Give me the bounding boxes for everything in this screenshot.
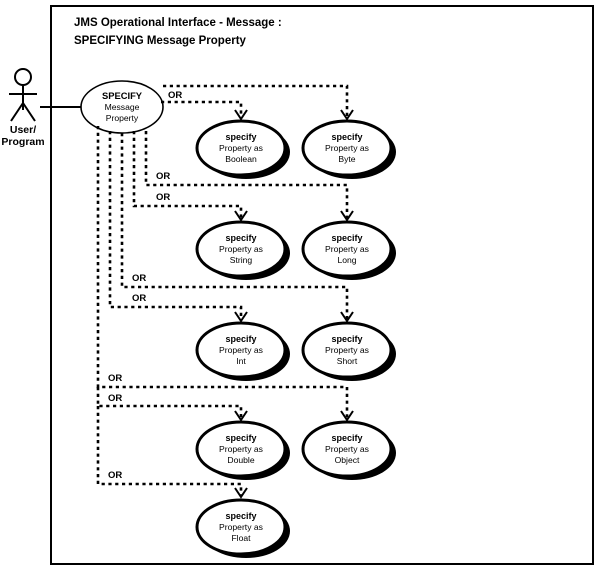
ellipse-shape-byte (301, 119, 393, 177)
use-case-specify-property-as-long[interactable]: specify Property as Long (301, 220, 396, 280)
uc-label-float-line1: specify (225, 511, 256, 521)
diagram-title-line1: JMS Operational Interface - Message : (74, 17, 282, 29)
use-case-specify-property-as-float[interactable]: specify Property as Float (195, 498, 290, 558)
connector-to-double (96, 387, 243, 419)
uc-label-boolean-line2: Property as (219, 143, 263, 153)
actor-right-leg-line (22, 102, 36, 122)
uc-label-byte-line3: Byte (338, 154, 355, 164)
arrowhead-double (234, 410, 248, 422)
ellipse-shape-long (301, 220, 393, 278)
connector-to-long (144, 131, 349, 219)
uc-label-short-line3: Short (337, 356, 358, 366)
uc-label-byte-line2: Property as (325, 143, 369, 153)
use-case-specify-property-as-boolean[interactable]: specify Property as Boolean (195, 119, 290, 179)
uc-label-int-line1: specify (225, 334, 256, 344)
or-label-3: OR (156, 192, 170, 203)
use-case-specify-property-as-object[interactable]: specify Property as Object (301, 420, 396, 480)
uc-label-object-line3: Object (335, 455, 360, 465)
root-label-line1: SPECIFY (102, 90, 143, 101)
or-label-5: OR (132, 293, 146, 304)
use-case-specify-message-property[interactable]: SPECIFY Message Property (80, 80, 164, 134)
uc-label-string-line2: Property as (219, 244, 263, 254)
arrowhead-int (234, 311, 248, 323)
use-case-specify-property-as-double[interactable]: specify Property as Double (195, 420, 290, 480)
or-label-2: OR (156, 171, 170, 182)
ellipse-shape-float (195, 498, 287, 556)
or-label-1: OR (168, 90, 182, 101)
or-label-8: OR (108, 470, 122, 481)
root-label-line2: Message (105, 102, 140, 112)
uc-label-int-line3: Int (236, 356, 246, 366)
ellipse-shape-double (195, 420, 287, 478)
use-case-specify-property-as-byte[interactable]: specify Property as Byte (301, 119, 396, 179)
diagram-title-line2: SPECIFYING Message Property (74, 35, 247, 47)
actor-label-line1: User/ (10, 124, 36, 136)
uc-label-boolean-line3: Boolean (225, 154, 257, 164)
arrowhead-boolean (234, 109, 248, 121)
uc-label-string-line3: String (230, 255, 253, 265)
arrowhead-long (340, 210, 354, 222)
ellipse-shape-object (301, 420, 393, 478)
use-case-specify-property-as-short[interactable]: specify Property as Short (301, 321, 396, 381)
arrowhead-short (340, 311, 354, 323)
or-label-7: OR (108, 393, 122, 404)
ellipse-shape-string (195, 220, 287, 278)
ellipse-shape-int (195, 321, 287, 379)
uc-label-float-line3: Float (231, 533, 251, 543)
connector-to-float (96, 406, 243, 496)
uc-label-byte-line1: specify (331, 132, 362, 142)
use-case-specify-property-as-int[interactable]: specify Property as Int (195, 321, 290, 381)
root-label-line3: Property (106, 113, 139, 123)
arrowhead-string (234, 210, 248, 222)
arrowhead-float (234, 487, 248, 499)
uc-label-double-line3: Double (227, 455, 254, 465)
system-boundary-frame (50, 5, 594, 565)
uc-label-short-line2: Property as (325, 345, 369, 355)
or-label-4: OR (132, 273, 146, 284)
or-label-6: OR (108, 373, 122, 384)
arrowhead-object (340, 410, 354, 422)
uc-label-string-line1: specify (225, 233, 256, 243)
uc-label-double-line2: Property as (219, 444, 263, 454)
actor-user-program[interactable]: User/ Program (1, 68, 45, 148)
uc-label-object-line1: specify (331, 433, 362, 443)
uc-label-double-line1: specify (225, 433, 256, 443)
use-case-specify-property-as-string[interactable]: specify Property as String (195, 220, 290, 280)
ellipse-shape-boolean (195, 119, 287, 177)
connector-to-int (108, 131, 243, 320)
uc-label-float-line2: Property as (219, 522, 263, 532)
uc-label-object-line2: Property as (325, 444, 369, 454)
connector-to-object (96, 126, 349, 419)
connector-to-byte (163, 84, 349, 118)
uc-label-long-line3: Long (337, 255, 356, 265)
uc-label-long-line1: specify (331, 233, 362, 243)
uc-label-short-line1: specify (331, 334, 362, 344)
actor-label-line2: Program (1, 136, 44, 148)
uc-label-boolean-line1: specify (225, 132, 256, 142)
connector-to-short (120, 133, 349, 320)
actor-left-leg-line (10, 102, 24, 122)
actor-head-icon (14, 68, 32, 86)
arrowhead-byte (340, 109, 354, 121)
uc-label-int-line2: Property as (219, 345, 263, 355)
ellipse-shape-short (301, 321, 393, 379)
connector-to-boolean (161, 100, 243, 118)
uc-label-long-line2: Property as (325, 244, 369, 254)
